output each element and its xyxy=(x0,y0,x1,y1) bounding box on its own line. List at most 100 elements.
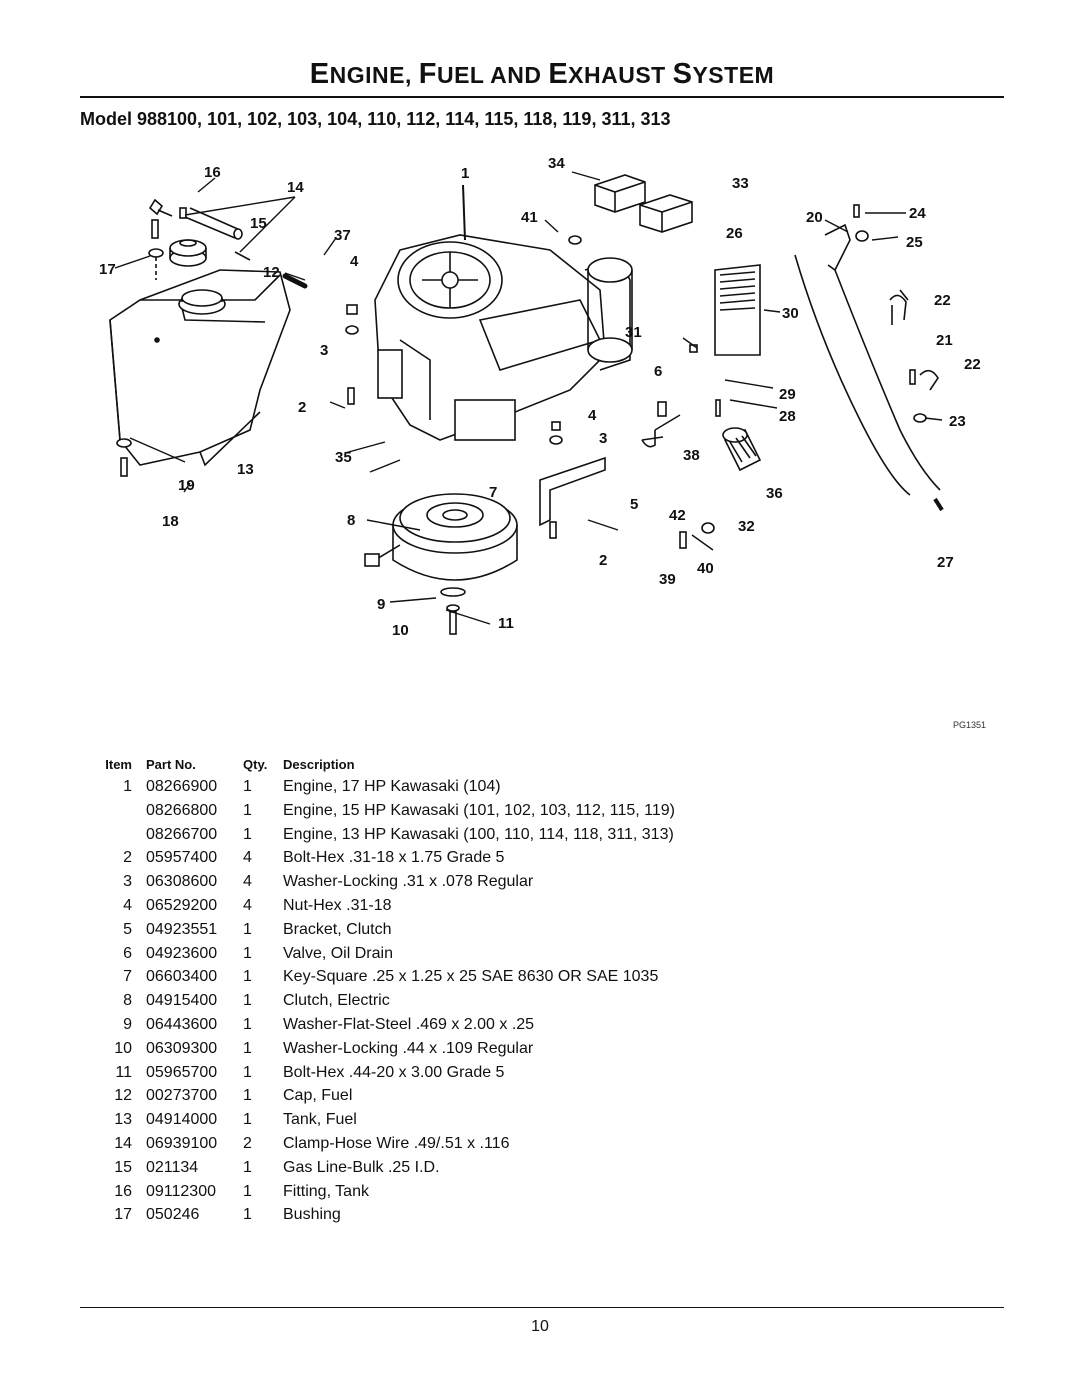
table-row: 08266700 1 Engine, 13 HP Kawasaki (100, 11… xyxy=(80,826,675,850)
cell-description: Nut-Hex .31-18 xyxy=(283,896,392,914)
cell-part-no: 00273700 xyxy=(146,1087,218,1105)
cell-item xyxy=(80,802,146,826)
cell-item: 1 xyxy=(123,778,132,795)
cell-qty: 4 xyxy=(243,873,252,891)
cell-item: 3 xyxy=(123,873,132,891)
callout-27: 27 xyxy=(937,554,954,571)
callout-25: 25 xyxy=(906,234,923,251)
cell-part-no: 06309300 xyxy=(146,1039,218,1057)
cell-item: 7 xyxy=(123,968,132,986)
cell-part-no: 021134 xyxy=(146,1158,199,1176)
callout-23: 23 xyxy=(949,413,966,430)
cell-item: 13 xyxy=(114,1111,132,1129)
callout-6: 6 xyxy=(654,363,662,380)
cell-item: 16 xyxy=(114,1182,132,1200)
cell-part-no: 09112300 xyxy=(146,1182,216,1200)
cell-part-no: 08266700 xyxy=(146,825,218,843)
cell-item: 14 xyxy=(114,1134,132,1152)
callout-36: 36 xyxy=(766,485,783,502)
cell-qty: 1 xyxy=(243,1182,252,1200)
cell-description: Bolt-Hex .31-18 x 1.75 Grade 5 xyxy=(283,849,505,867)
cell-part-no: 04923600 xyxy=(146,944,218,962)
callout-11: 11 xyxy=(498,615,514,632)
title-rule xyxy=(80,96,1004,98)
title-word-fuel: FUEL AND xyxy=(418,58,542,90)
callout-9: 9 xyxy=(377,596,385,613)
cell-qty: 1 xyxy=(243,1206,252,1224)
table-row: 3 06308600 4 Washer-Locking .31 x .078 Regu… xyxy=(80,873,675,897)
throttle-cable-drawing xyxy=(794,223,944,512)
callout-31: 31 xyxy=(625,324,642,341)
cell-qty: 1 xyxy=(243,825,252,843)
page-number: 10 xyxy=(531,1318,549,1335)
cell-part-no: 08266900 xyxy=(146,778,218,795)
cell-item: 10 xyxy=(114,1039,132,1057)
title-word-exhaust: EXHAUST xyxy=(548,58,666,90)
callout-14: 14 xyxy=(287,179,304,196)
cell-qty: 1 xyxy=(243,920,252,938)
callout-7: 7 xyxy=(489,484,497,501)
cell-qty: 1 xyxy=(243,1158,252,1176)
callout-3b: 3 xyxy=(599,430,607,447)
callout-28: 28 xyxy=(779,408,796,425)
table-row: 2 05957400 4 Bolt-Hex .31-18 x 1.75 Grade 5 xyxy=(80,849,675,873)
oil-filter-drawing xyxy=(722,427,762,472)
callout-29: 29 xyxy=(779,386,796,403)
cell-part-no: 06939100 xyxy=(146,1134,218,1152)
cell-qty: 2 xyxy=(243,1134,252,1152)
callout-2b: 2 xyxy=(599,552,607,569)
cell-item: 5 xyxy=(123,920,132,938)
cell-item: 2 xyxy=(123,849,132,867)
callout-40: 40 xyxy=(697,560,714,577)
callout-22a: 22 xyxy=(934,292,951,309)
callout-33: 33 xyxy=(732,175,749,192)
callout-39: 39 xyxy=(659,571,676,588)
callout-26: 26 xyxy=(726,225,743,242)
cell-part-no: 06443600 xyxy=(146,1015,218,1033)
cell-description: Bushing xyxy=(283,1206,341,1224)
cell-description: Engine, 13 HP Kawasaki (100, 110, 114, 1… xyxy=(283,825,674,843)
callout-35: 35 xyxy=(335,449,352,466)
cell-description: Bracket, Clutch xyxy=(283,920,392,938)
header-qty: Qty. xyxy=(243,757,268,772)
cell-qty: 4 xyxy=(243,896,252,914)
callout-1: 1 xyxy=(461,165,469,182)
callout-3a: 3 xyxy=(320,342,328,359)
callout-17: 17 xyxy=(99,261,116,278)
cell-part-no: 04915400 xyxy=(146,992,218,1010)
cell-item: 12 xyxy=(114,1087,132,1105)
cell-part-no: 050246 xyxy=(146,1206,200,1224)
cell-item: 6 xyxy=(123,944,132,962)
callout-8: 8 xyxy=(347,512,355,529)
cell-part-no: 06529200 xyxy=(146,896,218,914)
callout-20: 20 xyxy=(806,209,823,226)
callout-30: 30 xyxy=(782,305,799,322)
callout-2a: 2 xyxy=(298,399,306,416)
cell-qty: 1 xyxy=(243,968,252,986)
fuel-line-drawing xyxy=(148,198,308,289)
cell-qty: 4 xyxy=(243,849,252,867)
page-title: ENGINE, FUEL AND EXHAUST SYSTEM xyxy=(80,58,1004,91)
cell-description: Washer-Locking .31 x .078 Regular xyxy=(283,873,534,891)
cell-description: Engine, 15 HP Kawasaki (101, 102, 103, 1… xyxy=(283,801,675,819)
header-description: Description xyxy=(283,757,355,772)
callout-16: 16 xyxy=(204,164,221,181)
cell-description: Valve, Oil Drain xyxy=(283,944,393,962)
cell-description: Gas Line-Bulk .25 I.D. xyxy=(283,1158,440,1176)
callout-labels: 16 14 15 17 12 1 37 4 3 2 35 13 19 18 34… xyxy=(99,155,981,639)
cell-qty: 1 xyxy=(243,778,252,795)
cell-part-no: 04923551 xyxy=(146,920,218,938)
callout-12: 12 xyxy=(263,264,280,281)
heat-shield-drawing xyxy=(714,264,761,356)
cell-part-no: 06308600 xyxy=(146,873,218,891)
cell-part-no: 05957400 xyxy=(146,849,218,867)
cell-part-no: 08266800 xyxy=(146,801,218,819)
cell-item: 15 xyxy=(114,1158,132,1176)
